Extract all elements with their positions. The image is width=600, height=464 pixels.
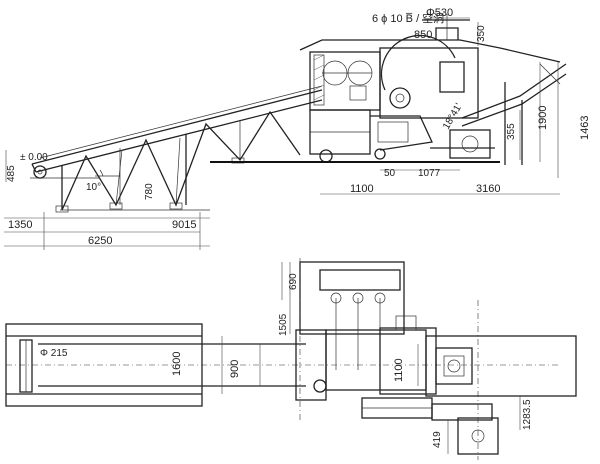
plan-crusher <box>281 258 577 460</box>
note-text: 6 ϕ 10 B̅ / 空洞 <box>372 11 444 25</box>
dim-350: 350 <box>476 25 487 42</box>
conveyor-supports <box>55 110 301 213</box>
dim-1463: 1463 <box>579 116 591 140</box>
dim-phi215: Φ 215 <box>40 348 68 359</box>
crusher-assembly <box>210 14 567 165</box>
plan-view: 690 1505 Φ 215 1600 900 1100 1283.5 419 <box>5 258 577 460</box>
inclined-conveyor <box>30 85 323 179</box>
dim-1283: 1283.5 <box>522 399 533 430</box>
dim-50: 50 <box>384 168 396 179</box>
plan-conveyor <box>5 323 560 407</box>
dim-1077: 1077 <box>418 168 441 179</box>
dim-900: 900 <box>229 360 241 378</box>
dim-780: 780 <box>144 183 155 200</box>
dim-485: 485 <box>6 165 17 182</box>
dim-1505: 1505 <box>278 313 289 336</box>
dim-1100-plan: 1100 <box>393 358 405 382</box>
dim-angle-18: 18°41' <box>441 102 465 132</box>
dim-zero: ± 0.00 <box>20 152 48 163</box>
elevation-dimension-lines <box>4 17 560 250</box>
dim-1600: 1600 <box>171 352 183 376</box>
dim-690: 690 <box>288 273 299 290</box>
dim-9015: 9015 <box>172 219 196 231</box>
plan-dimension-lines <box>221 336 521 454</box>
dim-angle-10: 10° <box>86 182 101 193</box>
dim-419: 419 <box>432 431 443 448</box>
dim-1100: 1100 <box>350 183 374 195</box>
dim-6250: 6250 <box>88 235 112 247</box>
dim-1900: 1900 <box>537 106 549 130</box>
dim-1350: 1350 <box>8 219 32 231</box>
elevation-view: 6 ϕ 10 B̅ / 空洞 Φ530 850 350 1900 1463 35… <box>4 7 591 250</box>
dim-phi530: Φ530 <box>426 7 453 19</box>
dim-850: 850 <box>414 29 432 41</box>
dim-355: 355 <box>506 123 517 140</box>
dim-3160: 3160 <box>476 183 500 195</box>
